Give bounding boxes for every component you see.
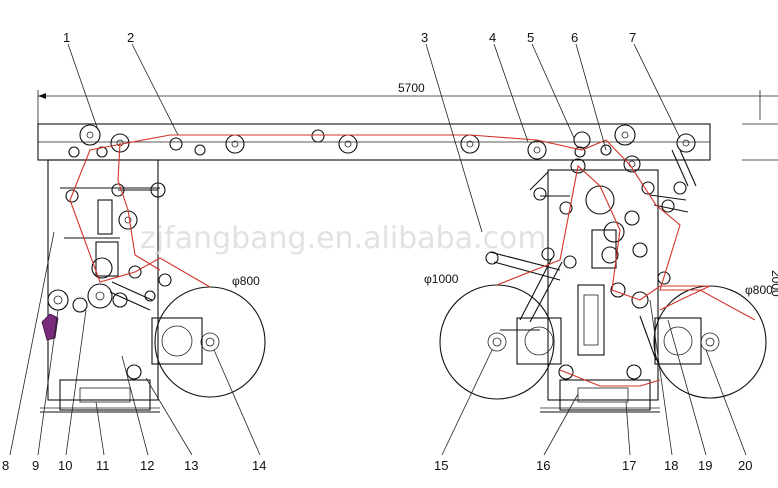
callout-10: 10	[58, 458, 72, 473]
rewind-right-reel	[653, 285, 767, 399]
callout-12: 12	[140, 458, 154, 473]
callout-20: 20	[738, 458, 752, 473]
top-beam	[37, 123, 778, 161]
dim-unwind-left: φ1000	[424, 272, 459, 286]
callout-7: 7	[629, 30, 636, 45]
callout-9: 9	[32, 458, 39, 473]
dimension-5700: 5700	[398, 81, 425, 95]
overall-dimension: 5700	[37, 81, 778, 160]
callout-3: 3	[421, 30, 428, 45]
web-path	[69, 134, 756, 387]
right-tower	[540, 169, 660, 413]
callout-16: 16	[536, 458, 550, 473]
rewind-left-reel	[154, 286, 266, 398]
callout-19: 19	[698, 458, 712, 473]
corona-unit-icon	[41, 313, 59, 341]
top-callouts: 1 2 3 4 5 6 7	[63, 30, 681, 233]
watermark: zjfangbang.en.alibaba.com	[140, 221, 547, 256]
callout-11: 11	[96, 458, 110, 473]
callout-1: 1	[63, 30, 70, 45]
dim-rewind-left: φ800	[232, 274, 260, 288]
callout-4: 4	[489, 30, 496, 45]
rollers	[47, 124, 696, 380]
dim-height: 2000	[769, 270, 778, 297]
callout-17: 17	[622, 458, 636, 473]
callout-8: 8	[2, 458, 9, 473]
callout-14: 14	[252, 458, 266, 473]
callout-2: 2	[127, 30, 134, 45]
left-tower	[40, 159, 160, 413]
unwind-left-reel	[439, 284, 555, 400]
callout-18: 18	[664, 458, 678, 473]
callout-15: 15	[434, 458, 448, 473]
bottom-callouts: 8 9 10 11 12 13 14 15 16 17 18 19 20	[2, 231, 752, 473]
linkages	[60, 149, 697, 361]
dim-rewind-right: φ800	[745, 283, 773, 297]
callout-13: 13	[184, 458, 198, 473]
drive-boxes	[151, 284, 702, 365]
callout-6: 6	[571, 30, 578, 45]
callout-5: 5	[527, 30, 534, 45]
